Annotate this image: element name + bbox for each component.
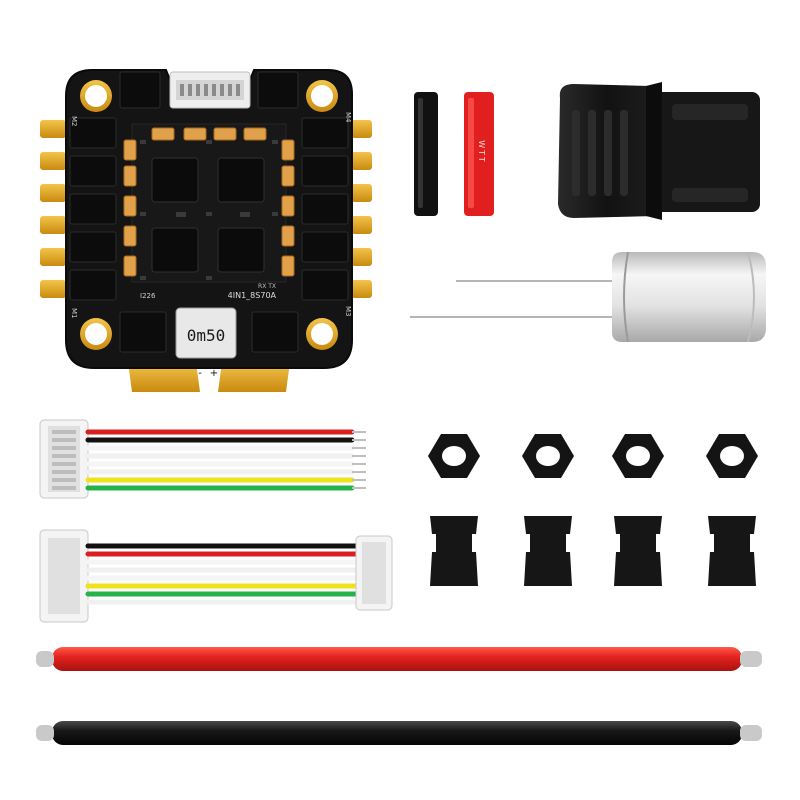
- motor-label-m2: M2: [70, 116, 78, 127]
- grommet: [614, 516, 662, 586]
- ceramic-capacitors: [123, 127, 295, 277]
- mosfets: [69, 71, 349, 353]
- batch-marking: I226: [140, 292, 156, 300]
- motor-label-m3: M3: [344, 306, 352, 317]
- heat-shrink-tubes: WTT: [414, 92, 494, 216]
- pad-minus: -: [198, 368, 202, 379]
- signal-cable-2: [39, 529, 393, 623]
- grommet: [430, 516, 478, 586]
- hex-nut: [612, 434, 664, 478]
- hex-nuts: [428, 434, 758, 478]
- rubber-grommets: [430, 516, 756, 586]
- xt-power-connector: [558, 82, 760, 220]
- signal-cable-1: [39, 419, 366, 499]
- heat-shrink-black: [414, 92, 438, 216]
- pad-plus: +: [210, 368, 218, 379]
- esc-board: 0m50 4IN1_8S70A I226 RX TX M2 M4 M1 M3 -…: [40, 69, 372, 392]
- mounting-holes: [80, 80, 338, 350]
- grommet: [708, 516, 756, 586]
- hex-nut: [428, 434, 480, 478]
- model-marking: 4IN1_8S70A: [228, 291, 277, 300]
- hex-nut: [706, 434, 758, 478]
- motor-label-m1: M1: [70, 308, 78, 319]
- power-wire-black: [36, 721, 762, 745]
- hex-nut: [522, 434, 574, 478]
- uart-marking: RX TX: [258, 283, 276, 290]
- shunt-marking: 0m50: [187, 326, 226, 345]
- motor-label-m4: M4: [344, 112, 352, 123]
- motor-pads-left: [40, 120, 66, 298]
- smd-components: [140, 140, 278, 280]
- grommet: [524, 516, 572, 586]
- mcu-chips: [151, 157, 265, 273]
- heat-shrink-print: WTT: [477, 140, 486, 164]
- battery-pads: [128, 362, 290, 392]
- electrolytic-capacitor: [410, 251, 766, 343]
- power-wire-red: [36, 647, 762, 671]
- top-connector: [169, 71, 251, 109]
- shunt-resistor: 0m50: [175, 307, 237, 359]
